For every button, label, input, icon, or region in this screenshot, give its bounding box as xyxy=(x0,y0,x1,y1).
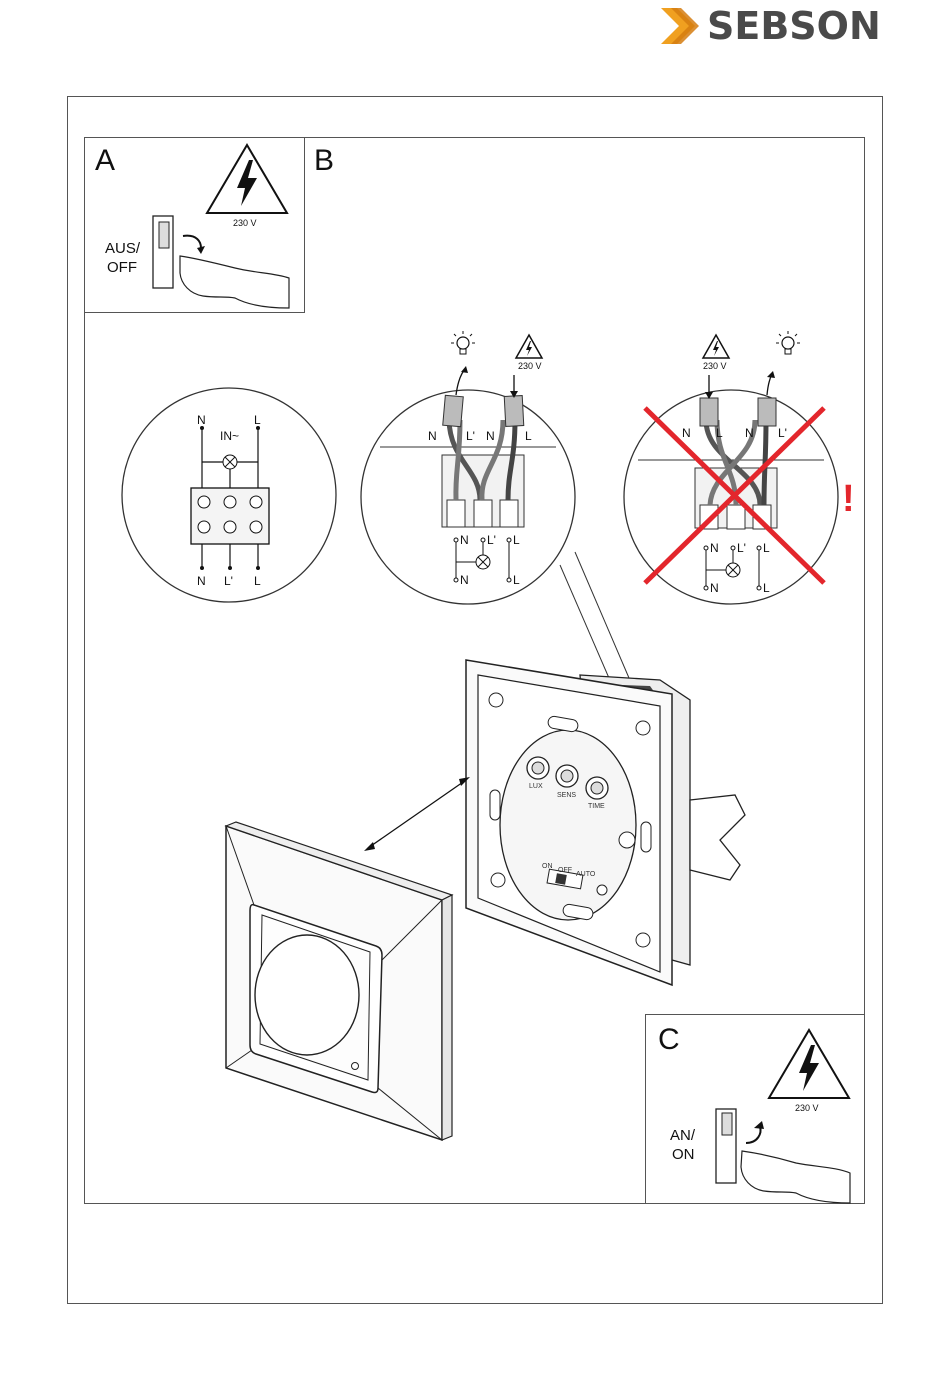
correct-bottom-n: N xyxy=(460,573,469,587)
panel-c-caption-line2: ON xyxy=(672,1145,695,1164)
correct-wire-label-4: L xyxy=(525,429,532,443)
mode-label-auto: AUTO xyxy=(576,871,596,878)
panel-c-caption-line1: AN/ xyxy=(670,1126,695,1145)
panel-a-caption-line1: AUS/ xyxy=(105,239,140,258)
wrong-terminal-n: N xyxy=(710,541,719,555)
wrong-bottom-l: L xyxy=(763,581,770,595)
wrong-wire-label-1: N xyxy=(682,426,691,440)
correct-terminal-lprime: L' xyxy=(487,533,496,547)
correct-wire-label-3: N xyxy=(486,429,495,443)
high-voltage-warning-icon xyxy=(85,138,306,314)
schematic-top-n: N xyxy=(197,413,206,427)
wrong-wire-label-3: N xyxy=(745,426,754,440)
knob-label-sens: SENS xyxy=(557,792,576,799)
warning-exclamation: ! xyxy=(842,478,855,521)
correct-wire-label-2: L' xyxy=(466,429,475,443)
panel-a-caption-line2: OFF xyxy=(107,258,137,277)
schematic-bottom-l: L xyxy=(254,574,261,588)
mode-label-off: OFF xyxy=(558,867,572,874)
schematic-circle: N L IN~ N L' L xyxy=(122,388,336,602)
dimmer-insert: LUX SENS TIME ON OFF AUTO xyxy=(466,660,745,985)
correct-wire-label-1: N xyxy=(428,429,437,443)
wrong-wiring-circle: 230 V N L N L' N L' L N L xyxy=(624,331,838,604)
assembly-arrow xyxy=(368,780,466,848)
correct-voltage-label: 230 V xyxy=(518,361,542,371)
correct-wiring-circle: 230 V N L' N L N L' L N L xyxy=(361,331,575,604)
schematic-load-label: IN~ xyxy=(220,429,239,443)
wrong-wire-label-2: L xyxy=(716,426,723,440)
schematic-top-l: L xyxy=(254,413,261,427)
correct-terminal-n: N xyxy=(460,533,469,547)
panel-b-letter: B xyxy=(314,144,334,178)
wrong-voltage-label: 230 V xyxy=(703,361,727,371)
correct-bottom-l: L xyxy=(513,573,520,587)
schematic-bottom-lprime: L' xyxy=(224,574,233,588)
high-voltage-warning-icon xyxy=(646,1015,866,1205)
dimmer-front-cover xyxy=(226,822,452,1140)
wrong-terminal-l: L xyxy=(763,541,770,555)
knob-label-time: TIME xyxy=(588,803,605,810)
wrong-wire-label-4: L' xyxy=(778,426,787,440)
wrong-terminal-lprime: L' xyxy=(737,541,746,555)
schematic-bottom-n: N xyxy=(197,574,206,588)
knob-label-lux: LUX xyxy=(529,783,543,790)
panel-a: A 230 V AUS/ OFF xyxy=(84,137,305,313)
correct-terminal-l: L xyxy=(513,533,520,547)
panel-c: C 230 V AN/ ON xyxy=(645,1014,865,1204)
mode-label-on: ON xyxy=(542,863,553,870)
wrong-bottom-n: N xyxy=(710,581,719,595)
